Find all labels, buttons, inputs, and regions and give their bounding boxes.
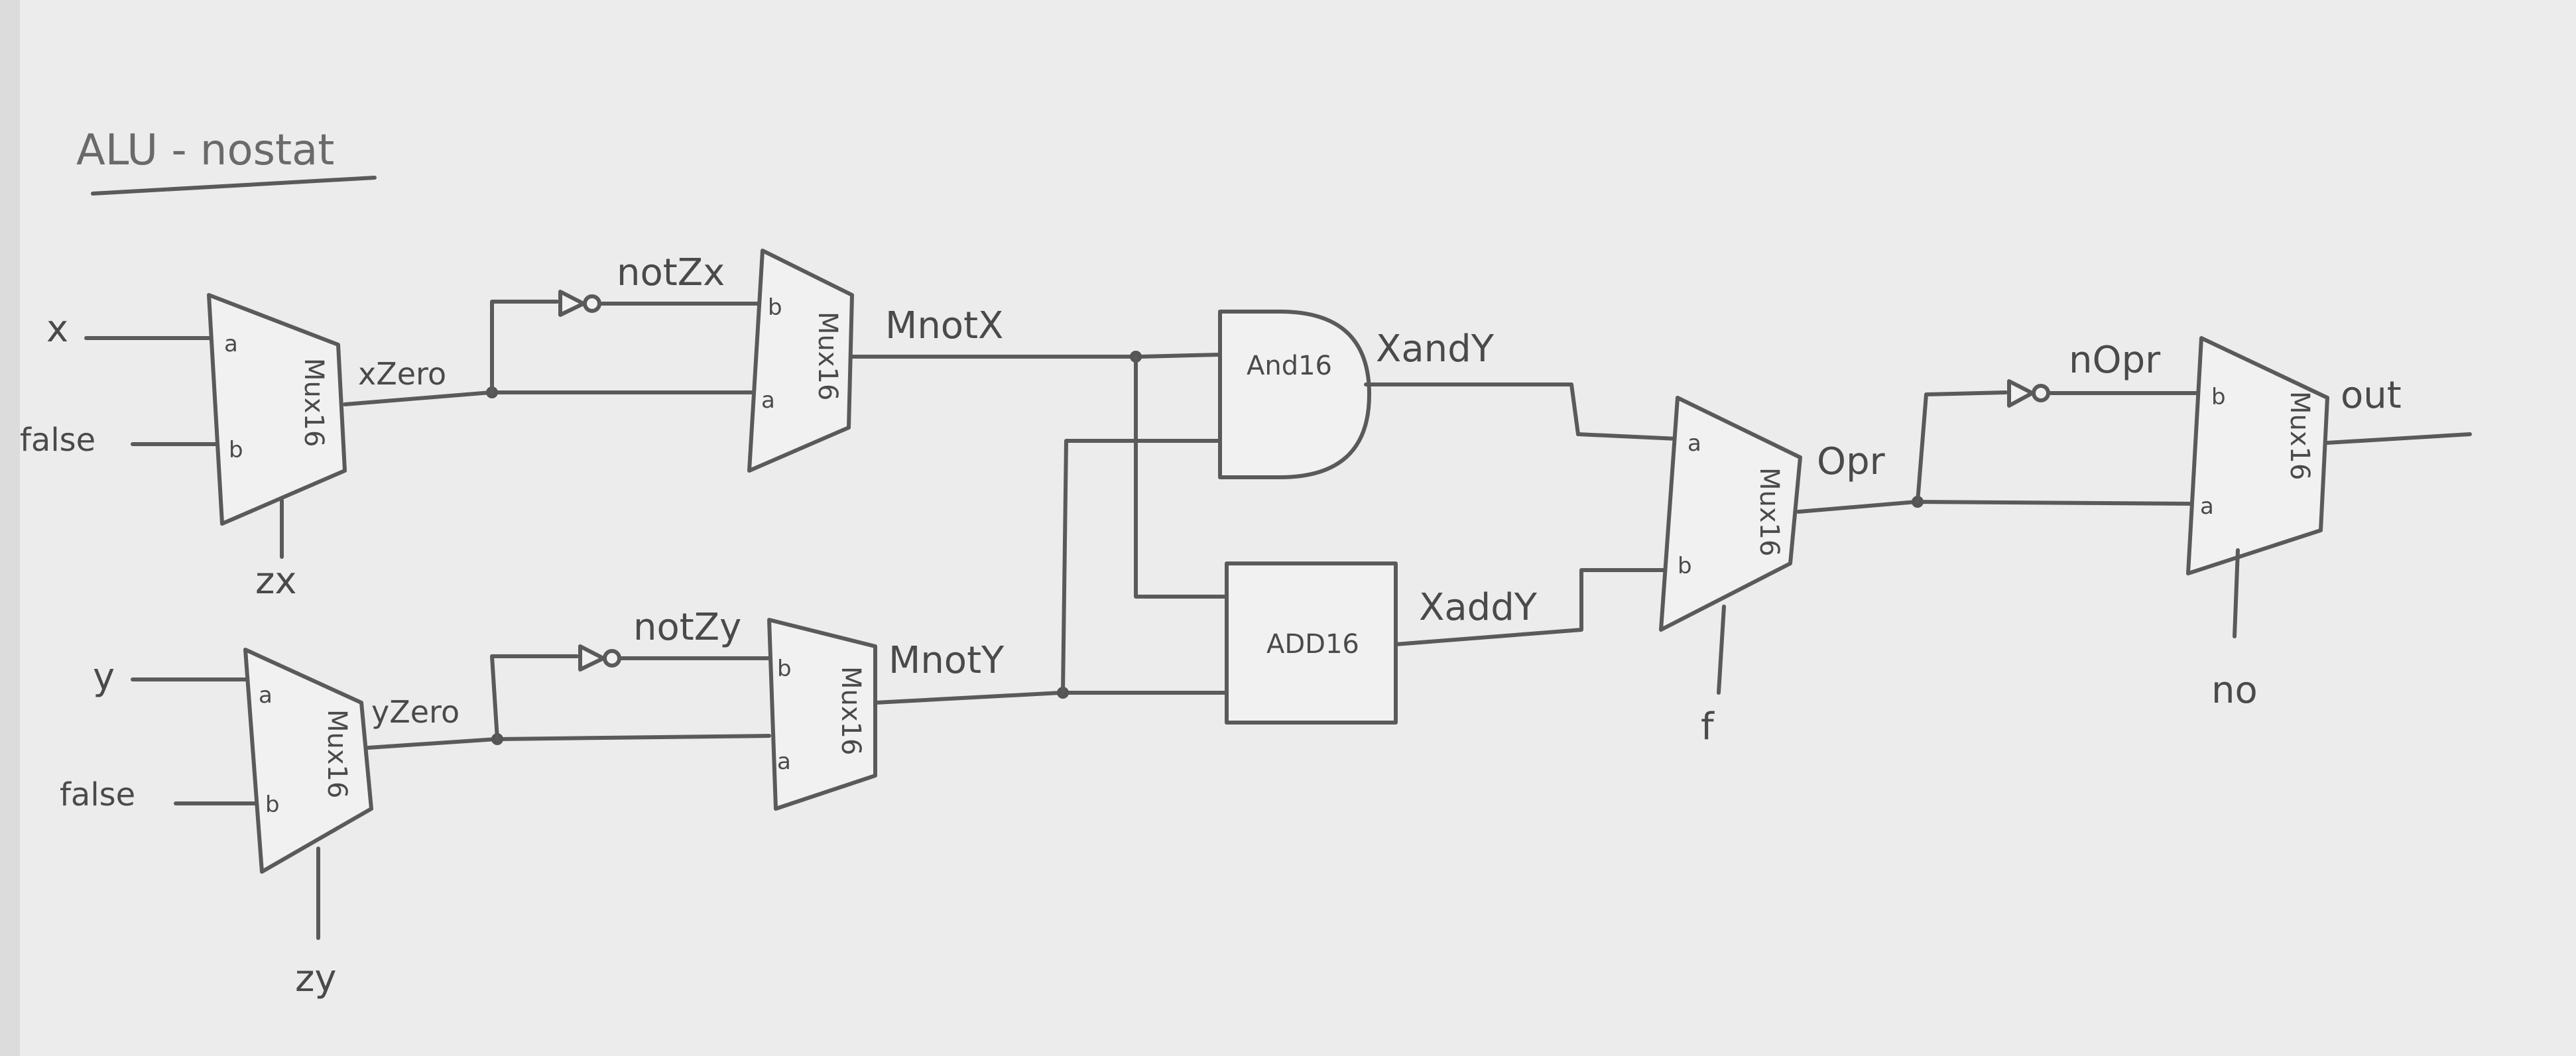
svg-text:Mux16: Mux16 (1754, 467, 1784, 556)
svg-text:And16: And16 (1247, 351, 1332, 381)
svg-text:b: b (265, 792, 280, 818)
wire-mnotx-branch (1134, 355, 1235, 599)
input-false-top-label: false (20, 422, 95, 459)
wire-mnoty-label: MnotY (889, 639, 1005, 682)
wire-nopr-label: nOpr (2069, 339, 2161, 382)
output-out-label: out (2341, 374, 2402, 417)
svg-text:b: b (229, 437, 243, 463)
svg-text:b: b (2211, 384, 2226, 410)
mux16-f: a b Mux16 (1659, 396, 1802, 632)
and16-gate: And16 (1218, 310, 1371, 479)
svg-text:a: a (777, 748, 791, 775)
svg-text:b: b (1678, 553, 1692, 579)
paper-shadow-left (0, 0, 20, 1056)
mux16-zy: a b Mux16 (243, 648, 373, 874)
input-x-label: x (46, 308, 68, 351)
title-underline (91, 176, 377, 196)
wire-xzero-label: xZero (358, 356, 446, 392)
wire-mnotx-label: MnotX (885, 304, 1003, 347)
svg-text:b: b (768, 294, 782, 321)
not-gate-zy (578, 644, 621, 672)
wire-notzy-label: notZy (633, 606, 741, 649)
svg-text:Mux16: Mux16 (812, 312, 843, 400)
diagram-title: ALU - nostat (76, 126, 334, 175)
mux16-no: b a Mux16 (2186, 336, 2329, 575)
svg-text:Mux16: Mux16 (835, 666, 866, 755)
wire-f-select (1717, 605, 1726, 695)
wire-xzero-branch (490, 300, 559, 394)
input-y-label: y (93, 656, 115, 699)
svg-text:a: a (761, 387, 775, 414)
svg-text:Mux16: Mux16 (2284, 391, 2315, 480)
wire-xaddy-label: XaddY (1419, 586, 1538, 629)
mux16-zx: a b Mux16 (207, 293, 347, 526)
svg-text:a: a (259, 682, 273, 709)
input-no-label: no (2211, 669, 2258, 712)
svg-text:a: a (2200, 493, 2214, 520)
wire-xandy (1364, 382, 1680, 441)
wire-no-select (2233, 548, 2240, 638)
wire-mnoty-branch (1061, 439, 1225, 695)
svg-text:ADD16: ADD16 (1266, 629, 1359, 660)
wire-xandy-label: XandY (1376, 327, 1495, 371)
wire-yzero-branch (490, 654, 579, 741)
wire-opr-branch (1916, 390, 2008, 504)
mux16-noty: b a Mux16 (767, 618, 877, 811)
mux16-notx: b a Mux16 (747, 249, 854, 473)
wire-notzx-label: notZx (617, 251, 725, 294)
input-zy-label: zy (295, 957, 337, 1000)
svg-text:a: a (224, 331, 238, 357)
not-gate-no (2007, 379, 2050, 408)
input-f-label: f (1701, 705, 1715, 748)
not-gate-zx (558, 290, 601, 317)
input-zx-label: zx (255, 559, 297, 603)
wire-xaddy (1394, 568, 1680, 646)
svg-text:a: a (1687, 430, 1701, 457)
wire-mnotx (850, 353, 1222, 359)
input-false-bottom-label: false (60, 776, 135, 813)
svg-text:Mux16: Mux16 (322, 709, 352, 798)
add16-block: ADD16 (1225, 561, 1398, 725)
wire-opr-label: Opr (1817, 440, 1886, 483)
wire-yzero-label: yZero (371, 694, 460, 730)
svg-text:b: b (777, 656, 792, 682)
svg-text:Mux16: Mux16 (298, 358, 329, 447)
wire-out (2325, 432, 2472, 445)
